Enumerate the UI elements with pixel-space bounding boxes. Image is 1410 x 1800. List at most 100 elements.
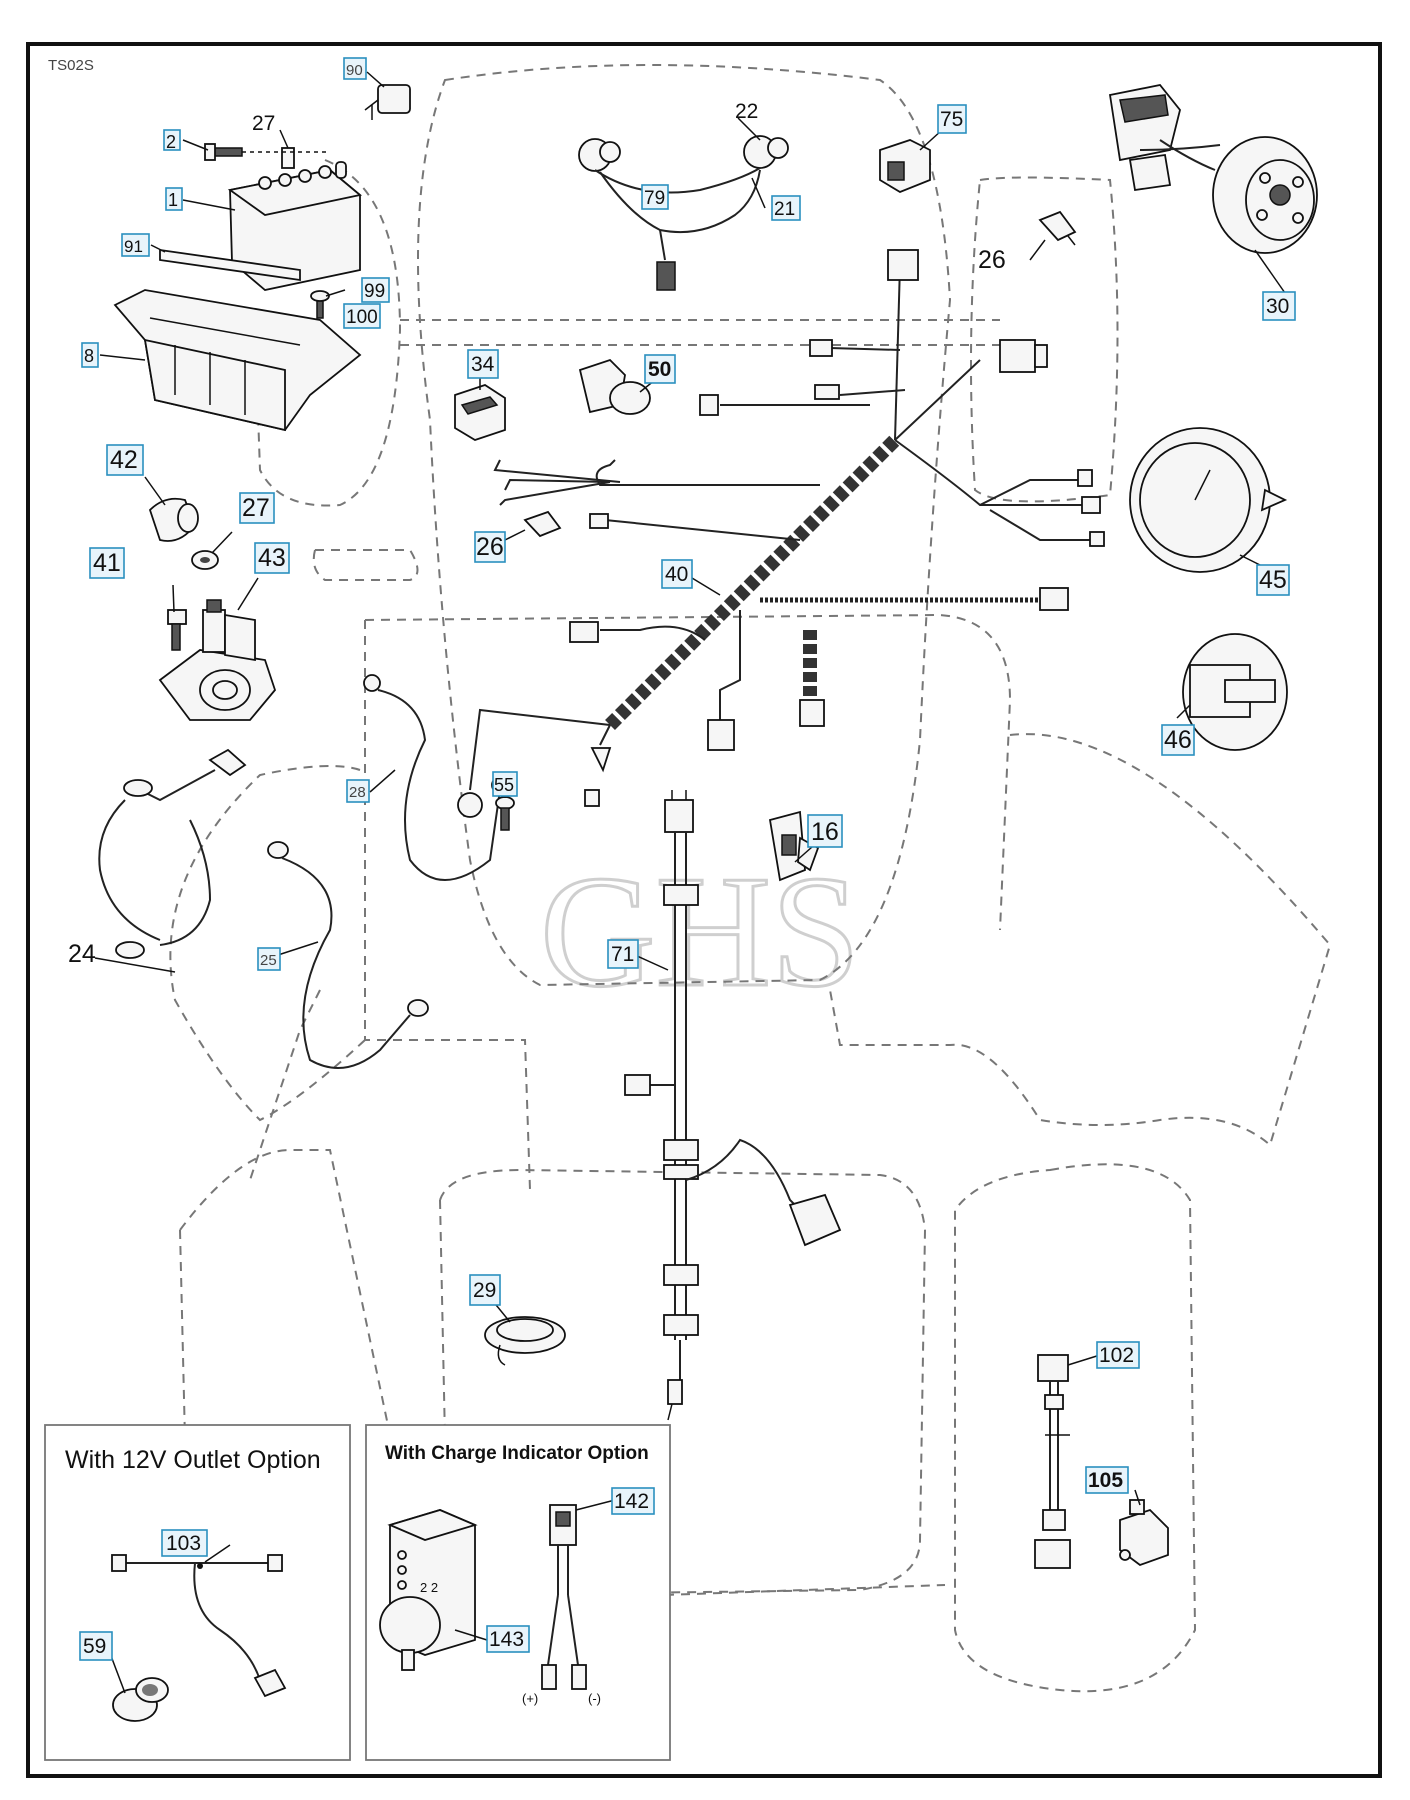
svg-text:28: 28 (349, 784, 366, 801)
svg-text:143: 143 (489, 1628, 524, 1651)
part-75-switch (879, 139, 931, 194)
svg-text:59: 59 (83, 1635, 106, 1658)
callout-75: 75 (937, 104, 967, 134)
svg-text:1: 1 (168, 190, 178, 210)
callout-8: 8 (81, 342, 99, 368)
svg-text:45: 45 (1259, 566, 1287, 594)
svg-text:105: 105 (1088, 1469, 1123, 1492)
callout-26-lower: 26 (474, 531, 506, 563)
svg-text:42: 42 (110, 446, 138, 474)
svg-text:43: 43 (258, 544, 286, 572)
inset-12v-outlet: With 12V Outlet Option (44, 1424, 351, 1761)
callout-25: 25 (257, 947, 281, 971)
callout-40: 40 (661, 559, 693, 589)
part-24-cable (98, 748, 247, 959)
svg-text:91: 91 (124, 237, 143, 256)
svg-text:22: 22 (735, 100, 758, 123)
callout-2: 2 (163, 129, 181, 152)
callout-50: 50 (644, 354, 676, 384)
svg-text:21: 21 (774, 199, 795, 220)
callout-55: 55 (492, 771, 518, 797)
svg-text:41: 41 (93, 549, 121, 577)
part-41-bolt (167, 609, 187, 651)
svg-text:142: 142 (614, 1490, 649, 1513)
callout-26-upper: 26 (978, 246, 1006, 274)
callout-21: 21 (771, 195, 801, 221)
svg-text:46: 46 (1164, 726, 1192, 754)
callout-41: 41 (89, 547, 125, 579)
part-26-fuse-lower (523, 510, 562, 538)
svg-text:50: 50 (648, 358, 671, 381)
svg-text:102: 102 (1099, 1344, 1134, 1367)
callout-1: 1 (165, 187, 183, 211)
callout-105: 105 (1085, 1466, 1129, 1494)
part-40-main-harness (457, 249, 1105, 818)
part-71-lower-harness (624, 790, 842, 1421)
svg-text:90: 90 (346, 62, 363, 79)
svg-text:2 2: 2 2 (420, 1580, 438, 1595)
part-46-hour-meter (1182, 633, 1288, 751)
callout-142: 142 (611, 1487, 655, 1515)
polarity-plus-label: (+) (522, 1691, 538, 1706)
svg-text:27: 27 (252, 112, 275, 135)
svg-text:2: 2 (166, 132, 176, 152)
svg-text:26: 26 (476, 533, 504, 561)
callout-143: 143 (486, 1625, 530, 1653)
svg-text:25: 25 (260, 952, 277, 969)
callout-labels: 90 2 27 1 91 99 100 8 22 79 21 75 30 26 … (68, 57, 1296, 1661)
svg-text:99: 99 (364, 281, 385, 302)
svg-text:75: 75 (940, 108, 963, 131)
part-26-fuse-upper (1038, 210, 1077, 246)
callout-28: 28 (346, 779, 370, 803)
svg-text:55: 55 (494, 775, 514, 795)
svg-text:29: 29 (473, 1279, 496, 1302)
callout-99: 99 (361, 277, 390, 303)
inset-12v-outlet-title: With 12V Outlet Option (65, 1446, 321, 1474)
inset-charge-indicator-title: With Charge Indicator Option (385, 1443, 649, 1464)
part-105-relay (1119, 1499, 1169, 1567)
svg-text:40: 40 (665, 563, 688, 586)
part-25-cable (267, 841, 429, 1069)
svg-text:30: 30 (1266, 295, 1289, 318)
diagram-code: TS02S (48, 57, 94, 74)
svg-text:26: 26 (978, 246, 1006, 274)
part-21-22-79-headlight-harness (578, 135, 789, 291)
callout-34: 34 (467, 349, 499, 379)
part-43-solenoid (158, 599, 277, 721)
callout-102: 102 (1096, 1341, 1140, 1369)
part-16-relay (768, 810, 820, 882)
part-2-bolt (204, 143, 330, 161)
inset-charge-indicator: With Charge Indicator Option 2 2 (+) (-) (365, 1424, 671, 1761)
part-90-connector (364, 84, 411, 120)
part-29-grommet (484, 1316, 566, 1366)
part-55-bolt (495, 796, 515, 831)
callout-46: 46 (1161, 724, 1195, 756)
part-8-battery-tray (113, 289, 362, 432)
part-30-ignition-switch (1108, 84, 1318, 294)
callout-24: 24 (68, 940, 96, 968)
leader-lines (94, 71, 1261, 1694)
tractor-outline (169, 64, 1332, 1693)
callout-91: 91 (121, 233, 150, 257)
part-45-gauge (1129, 427, 1288, 573)
callout-100: 100 (343, 303, 381, 329)
svg-text:79: 79 (644, 188, 665, 209)
callout-16: 16 (807, 814, 843, 848)
callout-90: 90 (343, 57, 367, 80)
part-34-switch (454, 384, 506, 441)
callout-71: 71 (607, 939, 639, 969)
svg-text:34: 34 (471, 353, 495, 376)
part-102-harness (1034, 1354, 1071, 1569)
svg-text:100: 100 (346, 307, 378, 328)
svg-text:103: 103 (166, 1532, 201, 1555)
callout-29: 29 (469, 1274, 501, 1306)
callout-42: 42 (106, 444, 144, 476)
part-91-strap (159, 248, 301, 282)
callout-43: 43 (254, 542, 290, 574)
callout-22: 22 (735, 100, 758, 123)
svg-text:71: 71 (611, 943, 634, 966)
callout-79: 79 (641, 184, 669, 210)
callout-27-lower: 27 (239, 492, 275, 524)
diagram-frame (26, 42, 1382, 1778)
